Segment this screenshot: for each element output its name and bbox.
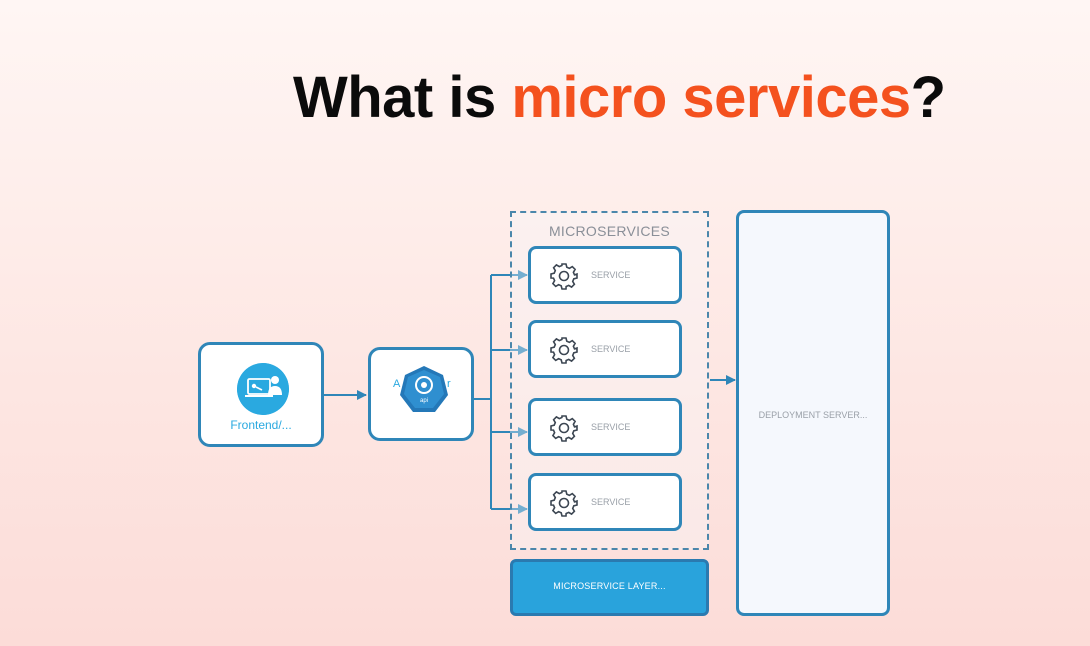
title-highlight: micro services bbox=[511, 65, 911, 130]
deployment-server-node: DEPLOYMENT SERVER... bbox=[736, 210, 890, 616]
svg-text:api: api bbox=[420, 398, 428, 404]
page-title: What is micro services? bbox=[293, 62, 946, 134]
microservices-title: MICROSERVICES bbox=[548, 223, 671, 239]
gear-icon bbox=[550, 490, 578, 517]
gear-icon bbox=[550, 337, 578, 364]
title-suffix: ? bbox=[910, 65, 946, 130]
api-gateway-icon: api bbox=[400, 366, 448, 412]
service-box: SERVICE bbox=[528, 320, 682, 378]
service-box: SERVICE bbox=[528, 473, 682, 531]
service-label: SERVICE bbox=[591, 497, 631, 507]
gateway-label-left: A bbox=[393, 378, 401, 390]
service-box: SERVICE bbox=[528, 398, 682, 456]
gateway-label-right: r bbox=[447, 378, 451, 390]
user-laptop-icon bbox=[237, 363, 289, 415]
microservice-layer-label: MICROSERVICE LAYER... bbox=[553, 581, 666, 591]
gear-icon bbox=[550, 415, 578, 442]
api-gateway-node: A r api bbox=[368, 347, 474, 441]
deployment-server-label: DEPLOYMENT SERVER... bbox=[758, 410, 868, 420]
frontend-node: Frontend/... bbox=[198, 342, 324, 447]
service-box: SERVICE bbox=[528, 246, 682, 304]
gear-icon bbox=[550, 263, 578, 290]
title-prefix: What is bbox=[293, 65, 512, 130]
microservice-layer-box: MICROSERVICE LAYER... bbox=[510, 559, 709, 616]
service-label: SERVICE bbox=[591, 422, 631, 432]
service-label: SERVICE bbox=[591, 270, 631, 280]
service-label: SERVICE bbox=[591, 344, 631, 354]
frontend-label: Frontend/... bbox=[230, 418, 292, 432]
gateway-fanout-trunk bbox=[474, 275, 492, 509]
